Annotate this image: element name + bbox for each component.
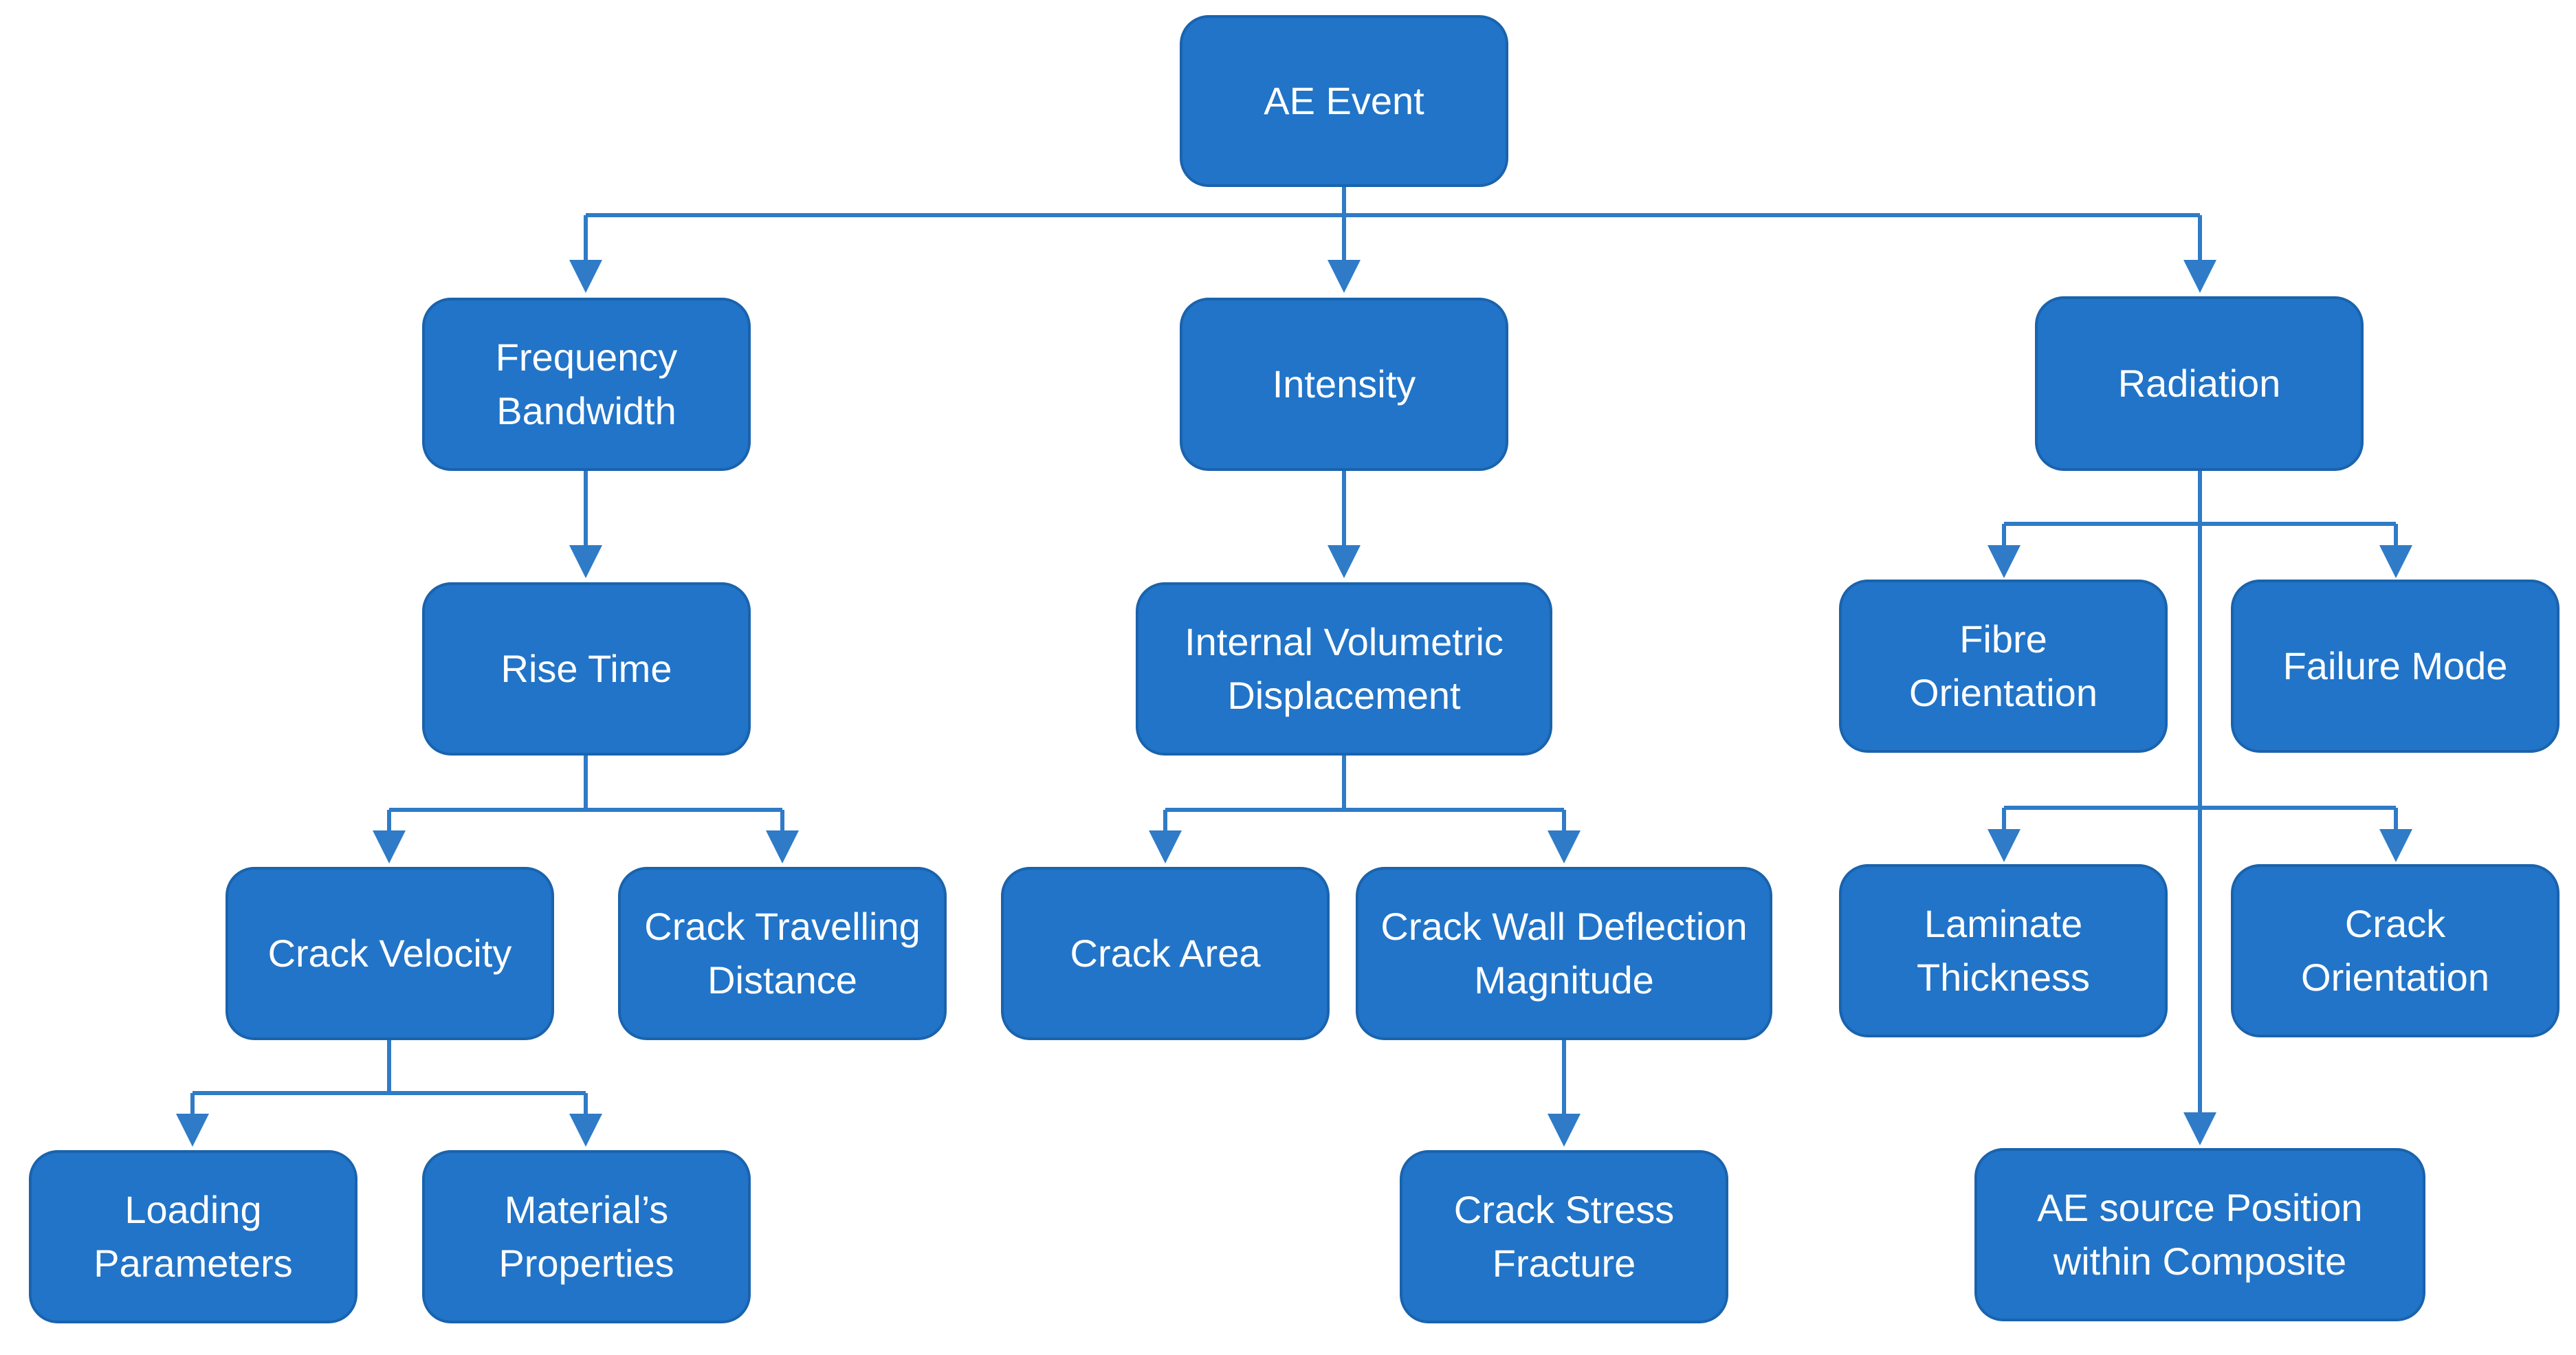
node-failure-mode: Failure Mode <box>2231 580 2560 753</box>
node-internal-volumetric-displacement: Internal Volumetric Displacement <box>1136 582 1552 756</box>
node-materials-properties: Material’s Properties <box>422 1150 751 1323</box>
node-crack-velocity: Crack Velocity <box>225 867 554 1040</box>
node-fibre-orientation: Fibre Orientation <box>1839 580 2168 753</box>
node-crack-stress-fracture: Crack Stress Fracture <box>1400 1150 1728 1323</box>
node-radiation: Radiation <box>2035 296 2364 471</box>
node-crack-area: Crack Area <box>1001 867 1330 1040</box>
node-rise-time: Rise Time <box>422 582 751 756</box>
node-ae-source-position-within-composite: AE source Position within Composite <box>1974 1148 2425 1321</box>
node-crack-travelling-distance: Crack Travelling Distance <box>618 867 947 1040</box>
node-loading-parameters: Loading Parameters <box>29 1150 357 1323</box>
node-laminate-thickness: Laminate Thickness <box>1839 864 2168 1037</box>
node-intensity: Intensity <box>1180 298 1508 471</box>
node-frequency-bandwidth: Frequency Bandwidth <box>422 298 751 471</box>
node-crack-orientation: Crack Orientation <box>2231 864 2560 1037</box>
node-crack-wall-deflection-magnitude: Crack Wall Deflection Magnitude <box>1356 867 1772 1040</box>
node-ae-event: AE Event <box>1180 15 1508 187</box>
